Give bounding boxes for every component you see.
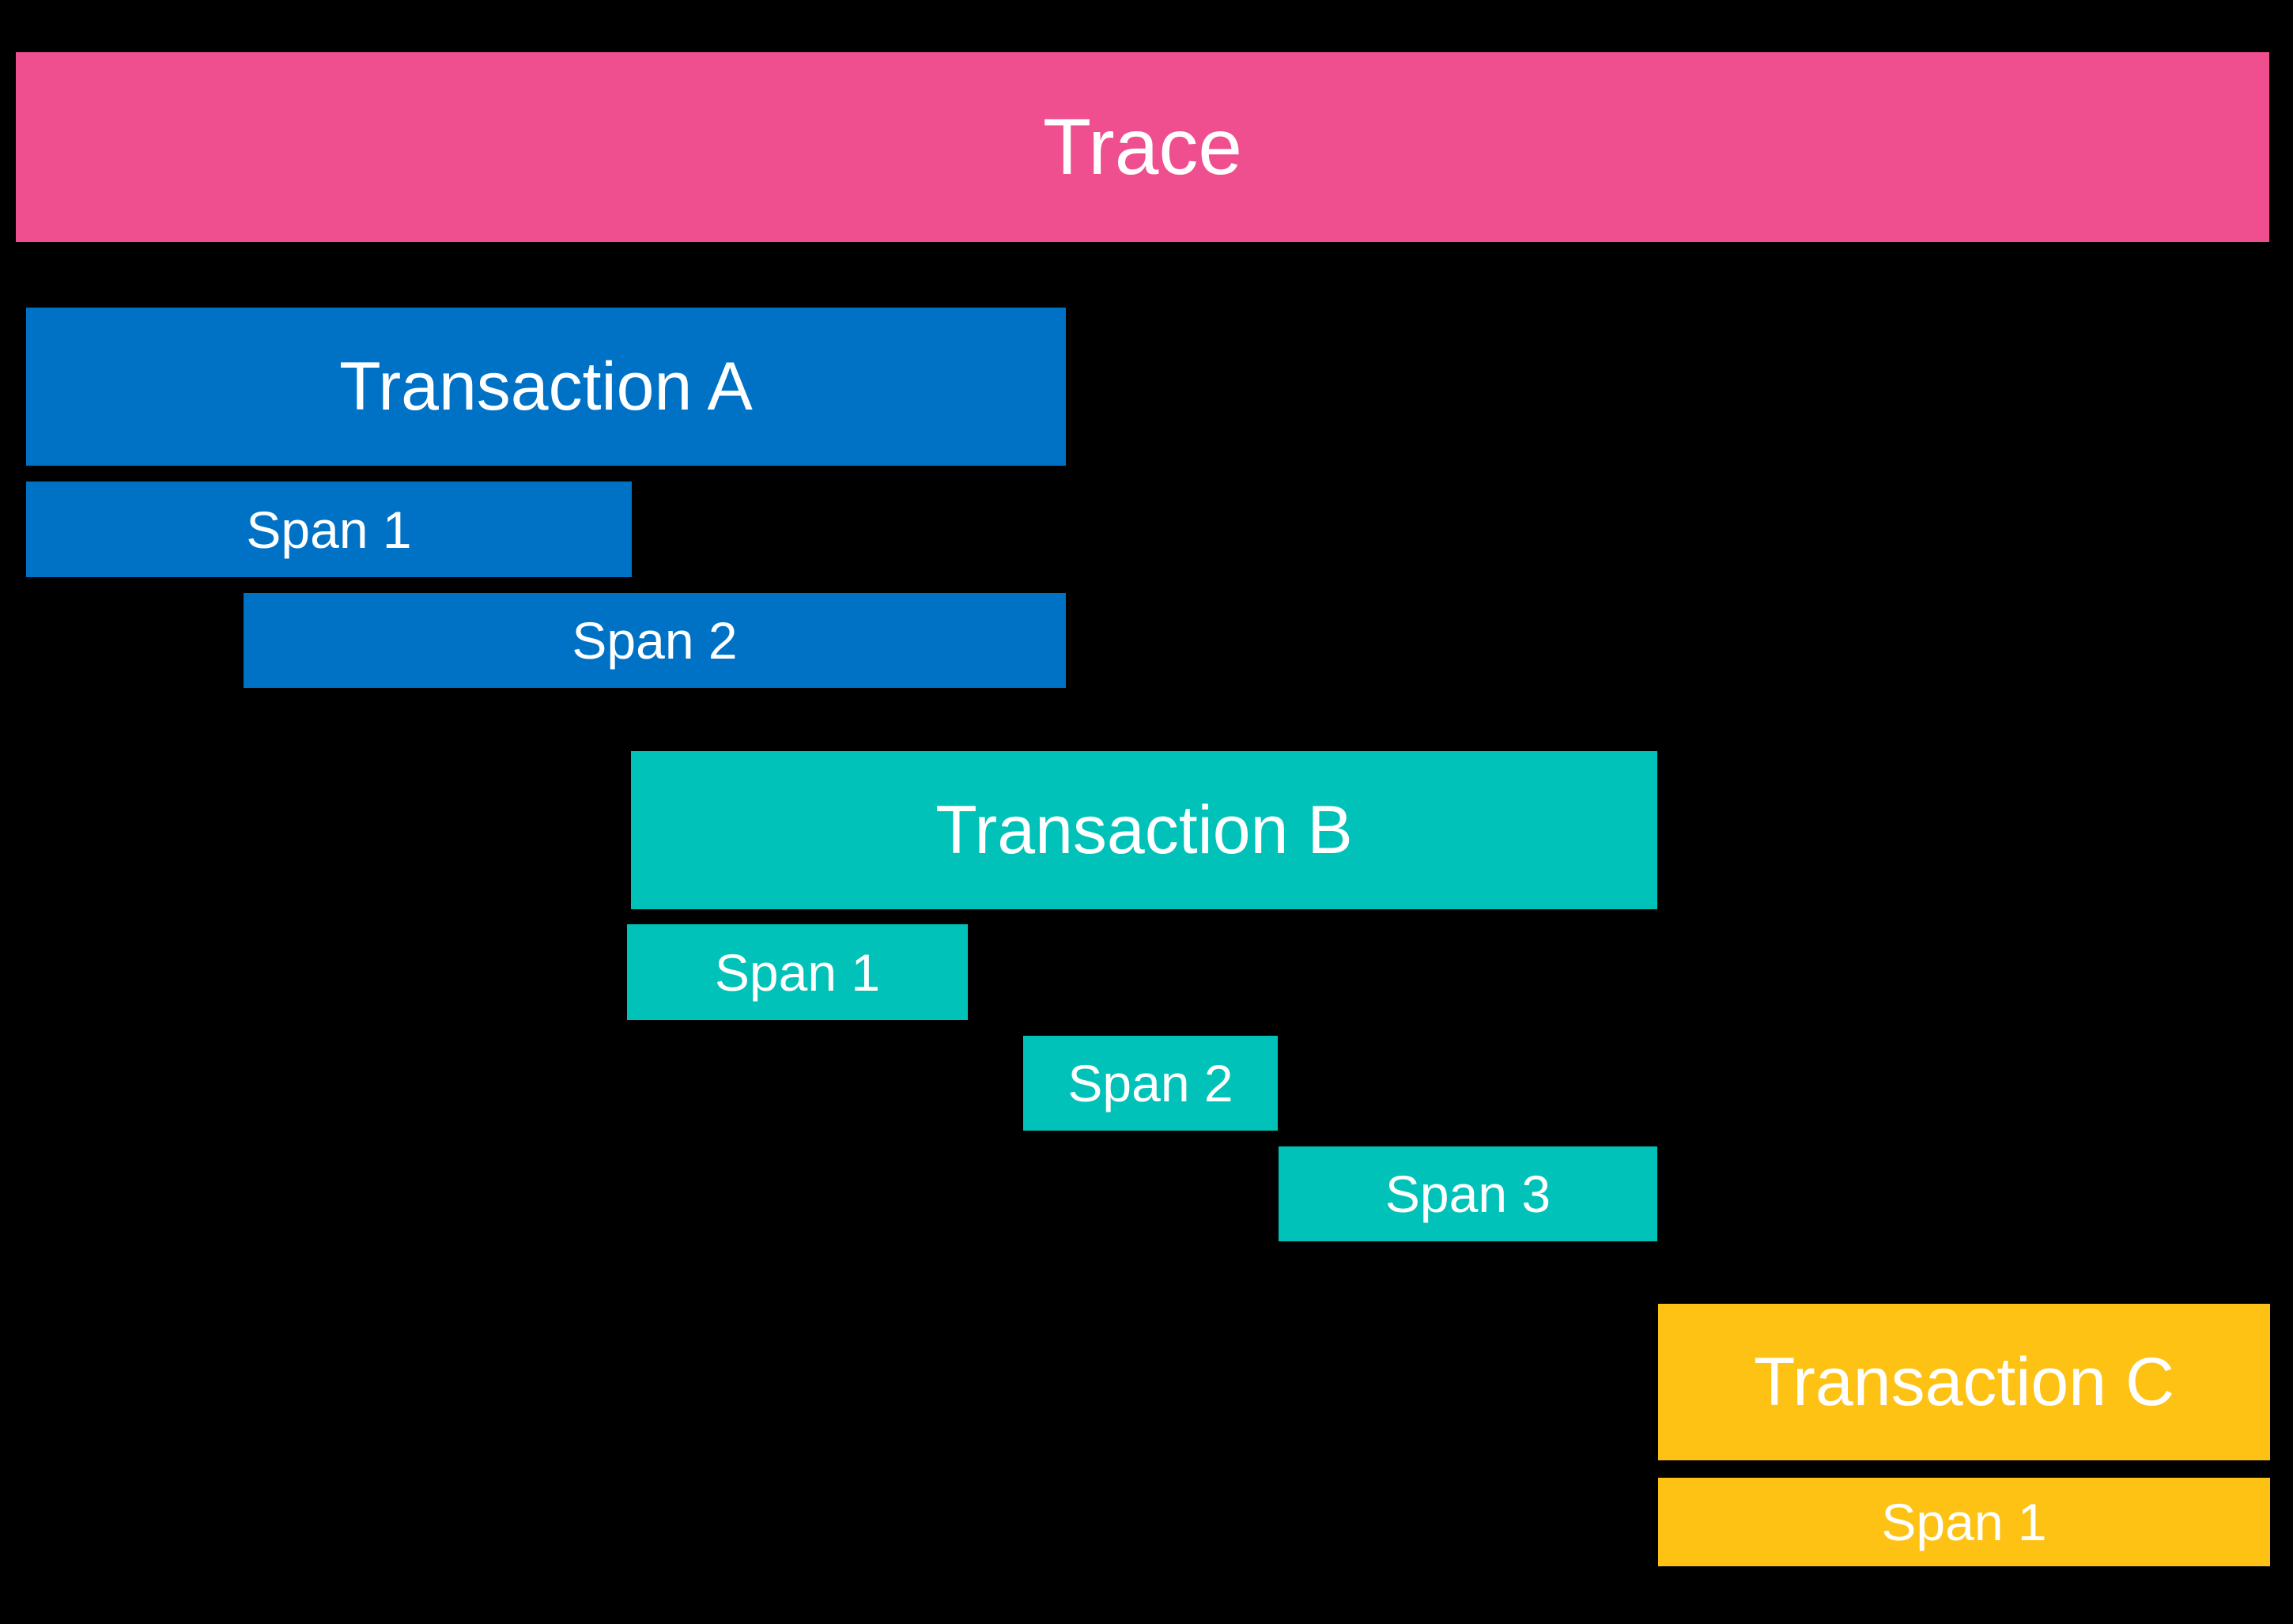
bar-label-transaction-a-span-1: Span 1: [246, 500, 412, 559]
bar-label-transaction-b: Transaction B: [935, 792, 1353, 868]
bar-label-transaction-b-span-1: Span 1: [714, 942, 881, 1002]
bar-label-transaction-a-span-2: Span 2: [572, 611, 738, 670]
bar-label-transaction-a: Transaction A: [339, 349, 753, 425]
bar-label-transaction-c-span-1: Span 1: [1881, 1493, 2047, 1551]
bar-transaction-c-span-1[interactable]: Span 1: [1658, 1478, 2270, 1566]
bar-transaction-a[interactable]: Transaction A: [26, 308, 1066, 466]
bar-transaction-b-span-1[interactable]: Span 1: [627, 924, 968, 1020]
bar-transaction-c[interactable]: Transaction C: [1658, 1304, 2270, 1460]
bar-trace[interactable]: Trace: [16, 52, 2269, 242]
bar-transaction-b-span-2[interactable]: Span 2: [1023, 1036, 1278, 1131]
bar-label-transaction-b-span-3: Span 3: [1384, 1165, 1551, 1223]
bar-label-trace: Trace: [1043, 103, 1242, 191]
bar-transaction-b[interactable]: Transaction B: [631, 751, 1657, 909]
bar-transaction-a-span-2[interactable]: Span 2: [244, 593, 1066, 688]
bar-label-transaction-c: Transaction C: [1753, 1344, 2175, 1420]
bar-transaction-b-span-3[interactable]: Span 3: [1279, 1146, 1657, 1241]
bar-transaction-a-span-1[interactable]: Span 1: [26, 482, 632, 577]
bar-label-transaction-b-span-2: Span 2: [1067, 1054, 1233, 1112]
